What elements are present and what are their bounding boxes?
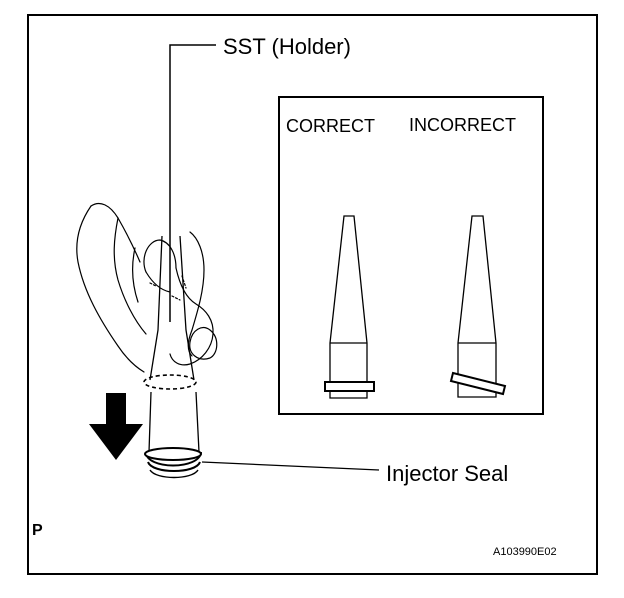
correct-label: CORRECT	[286, 116, 375, 136]
incorrect-injector-icon	[449, 215, 507, 398]
correct-injector-icon	[324, 215, 375, 399]
injector-seal-label: Injector Seal	[386, 461, 509, 486]
figure-code-label: A103990E02	[493, 546, 557, 558]
hand-illustration	[76, 202, 218, 373]
incorrect-label: INCORRECT	[409, 115, 516, 135]
comparison-inset-box	[278, 96, 544, 415]
holder-leader-line	[169, 44, 216, 322]
corner-letter-label: P	[32, 522, 43, 539]
sst-holder-icon	[143, 235, 197, 390]
injector-body-icon	[144, 391, 202, 479]
seal-leader-line	[201, 461, 380, 471]
sst-holder-label: SST (Holder)	[223, 34, 351, 59]
diagram-frame	[27, 14, 598, 575]
down-arrow-icon	[89, 393, 143, 460]
